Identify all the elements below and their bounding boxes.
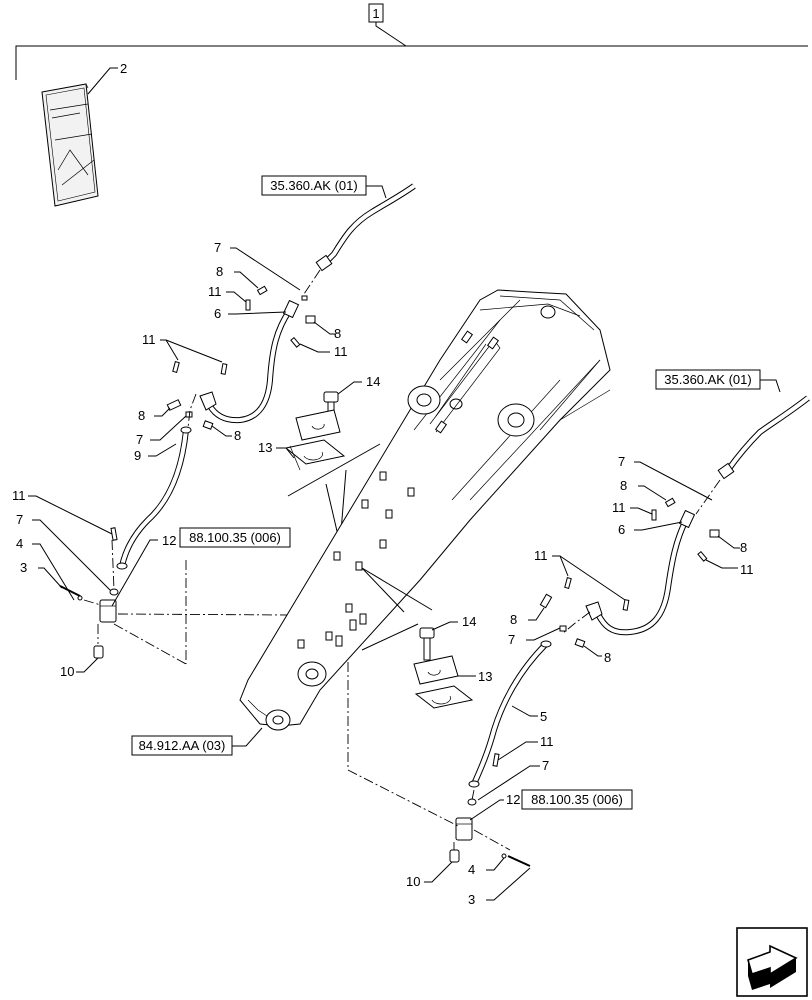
- manual-booklet-icon: [41, 83, 99, 207]
- callout-8: 8: [604, 650, 611, 665]
- callout-11: 11: [208, 284, 222, 299]
- callout-7: 7: [136, 432, 143, 447]
- callout-11: 11: [12, 488, 26, 503]
- callout-8: 8: [138, 408, 145, 423]
- callout-11: 11: [740, 562, 754, 577]
- callout-8: 8: [334, 326, 341, 341]
- callout-8: 8: [234, 428, 241, 443]
- callout-7: 7: [508, 632, 515, 647]
- callout-2: 2: [120, 61, 127, 76]
- callout-7: 7: [16, 512, 23, 527]
- reference-hose-upper-left[interactable]: 35.360.AK (01): [261, 175, 367, 196]
- svg-text:35.360.AK (01): 35.360.AK (01): [664, 372, 751, 387]
- clamp-assembly-lower: [413, 627, 474, 709]
- callout-4: 4: [468, 862, 475, 877]
- arrow-next-page-icon[interactable]: [736, 927, 808, 997]
- clamp-assembly-upper: [284, 391, 346, 471]
- callout-3: 3: [20, 560, 27, 575]
- boom-arm: [239, 289, 611, 731]
- reference-bracket-left[interactable]: 88.100.35 (006): [179, 527, 291, 548]
- callout-3: 3: [468, 892, 475, 907]
- callout-8: 8: [620, 478, 627, 493]
- callout-14: 14: [366, 374, 380, 389]
- callout-11: 11: [534, 548, 548, 563]
- callout-10: 10: [60, 664, 74, 679]
- reference-boom[interactable]: 84.912.AA (03): [131, 735, 233, 756]
- callout-9: 9: [134, 448, 141, 463]
- callout-6: 6: [214, 306, 221, 321]
- assembly-number: 1: [372, 6, 379, 21]
- svg-text:84.912.AA (03): 84.912.AA (03): [139, 738, 226, 753]
- callout-7: 7: [618, 454, 625, 469]
- svg-text:88.100.35 (006): 88.100.35 (006): [531, 792, 623, 807]
- callout-12: 12: [506, 792, 520, 807]
- callout-10: 10: [406, 874, 420, 889]
- callout-11: 11: [540, 734, 554, 749]
- callout-8: 8: [740, 540, 747, 555]
- callout-12: 12: [162, 533, 176, 548]
- callout-7: 7: [542, 758, 549, 773]
- callout-13: 13: [478, 669, 492, 684]
- svg-text:35.360.AK (01): 35.360.AK (01): [270, 178, 357, 193]
- callout-14: 14: [462, 614, 476, 629]
- reference-bracket-right[interactable]: 88.100.35 (006): [521, 789, 633, 810]
- callout-8: 8: [216, 264, 223, 279]
- assembly-bracket: 1: [15, 3, 808, 80]
- callout-13: 13: [258, 440, 272, 455]
- callout-6: 6: [618, 522, 625, 537]
- callout-7: 7: [214, 240, 221, 255]
- reference-hose-right[interactable]: 35.360.AK (01): [655, 369, 761, 390]
- callout-5: 5: [540, 709, 547, 724]
- callout-8: 8: [510, 612, 517, 627]
- svg-text:88.100.35 (006): 88.100.35 (006): [189, 530, 281, 545]
- callout-4: 4: [16, 536, 23, 551]
- callout-11: 11: [334, 344, 348, 359]
- callout-11: 11: [142, 332, 156, 347]
- callout-11: 11: [612, 500, 626, 515]
